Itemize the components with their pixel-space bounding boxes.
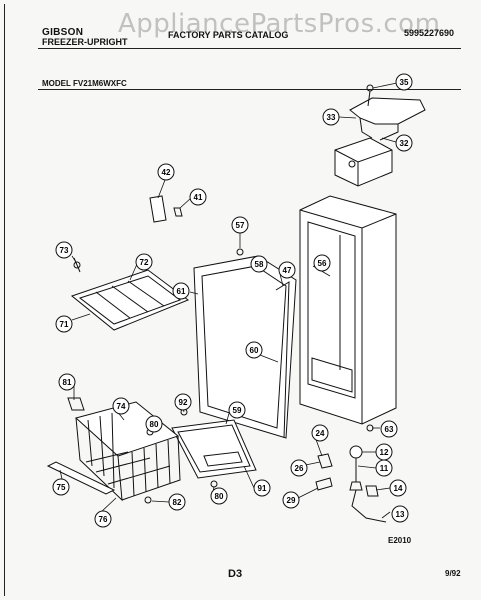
svg-text:33: 33	[327, 113, 336, 122]
callout-32: 32	[395, 134, 413, 152]
callout-92: 92	[174, 393, 192, 411]
callout-81: 81	[58, 373, 76, 391]
svg-text:80: 80	[215, 492, 224, 501]
door-assembly	[171, 248, 297, 479]
callout-11: 11	[375, 459, 393, 477]
page-number: D3	[228, 568, 243, 580]
page-frame	[4, 4, 477, 596]
svg-text:13: 13	[396, 510, 405, 519]
model-rule	[38, 89, 461, 90]
callout-74: 74	[112, 397, 130, 415]
header-rule	[38, 48, 461, 49]
svg-text:61: 61	[177, 287, 186, 296]
watermark-text: AppliancePartsPros.com	[118, 9, 441, 39]
callout-60: 60	[245, 341, 263, 359]
callout-71: 71	[55, 315, 73, 333]
svg-text:24: 24	[316, 429, 325, 438]
svg-text:56: 56	[318, 259, 327, 268]
callout-13: 13	[391, 505, 409, 523]
callout-76: 76	[94, 510, 112, 528]
callout-29: 29	[282, 491, 300, 509]
brand-name: GIBSON	[42, 27, 84, 38]
shelf-assembly	[70, 195, 190, 331]
svg-text:41: 41	[194, 193, 203, 202]
callout-59: 59	[228, 401, 246, 419]
callout-58: 58	[250, 255, 268, 273]
callout-33: 33	[322, 108, 340, 126]
freezer-cabinet	[299, 195, 397, 425]
svg-text:91: 91	[258, 484, 267, 493]
callout-73: 73	[55, 241, 73, 259]
svg-text:26: 26	[295, 464, 304, 473]
svg-text:60: 60	[250, 346, 259, 355]
callout-75: 75	[52, 478, 70, 496]
callout-24: 24	[311, 424, 329, 442]
callout-41: 41	[189, 188, 207, 206]
callout-12: 12	[375, 443, 393, 461]
svg-text:81: 81	[63, 378, 72, 387]
svg-text:35: 35	[400, 78, 409, 87]
svg-text:63: 63	[385, 425, 394, 434]
catalog-title: FACTORY PARTS CATALOG	[168, 30, 289, 40]
wire-basket	[46, 397, 181, 504]
svg-text:32: 32	[400, 139, 409, 148]
callout-80-upper: 80	[145, 415, 163, 433]
callout-14: 14	[389, 479, 407, 497]
callout-61: 61	[172, 282, 190, 300]
callout-26: 26	[290, 459, 308, 477]
svg-text:57: 57	[236, 221, 245, 230]
callout-91: 91	[253, 479, 271, 497]
product-line: FREEZER-UPRIGHT	[42, 37, 128, 47]
svg-text:82: 82	[173, 498, 182, 507]
svg-text:59: 59	[233, 406, 242, 415]
callout-bubbles: 35 33 32 42 41 57 73 72 58 47 56 61 71 6…	[52, 73, 413, 528]
svg-text:74: 74	[117, 402, 126, 411]
callout-72: 72	[135, 253, 153, 271]
svg-text:42: 42	[162, 168, 171, 177]
revision-date: 9/92	[445, 569, 461, 578]
callout-47: 47	[278, 261, 296, 279]
svg-text:80: 80	[150, 420, 159, 429]
svg-text:72: 72	[140, 258, 149, 267]
callout-63: 63	[380, 420, 398, 438]
svg-text:12: 12	[380, 448, 389, 457]
control-housing	[334, 84, 426, 187]
svg-text:76: 76	[99, 515, 108, 524]
catalog-number: 5995227690	[404, 28, 455, 38]
svg-text:71: 71	[60, 320, 69, 329]
svg-text:73: 73	[60, 246, 69, 255]
model-number: MODEL FV21M6WXFC	[42, 79, 127, 88]
svg-text:29: 29	[287, 496, 296, 505]
svg-text:92: 92	[179, 398, 188, 407]
svg-text:47: 47	[283, 266, 292, 275]
callout-56: 56	[313, 254, 331, 272]
callout-82: 82	[168, 493, 186, 511]
svg-text:58: 58	[255, 260, 264, 269]
drawing-code: E2010	[388, 536, 412, 545]
callout-35: 35	[395, 73, 413, 91]
svg-text:14: 14	[394, 484, 403, 493]
callout-57: 57	[231, 216, 249, 234]
callout-80-lower: 80	[210, 487, 228, 505]
svg-text:11: 11	[380, 464, 389, 473]
callout-42: 42	[157, 163, 175, 181]
svg-text:75: 75	[57, 483, 66, 492]
